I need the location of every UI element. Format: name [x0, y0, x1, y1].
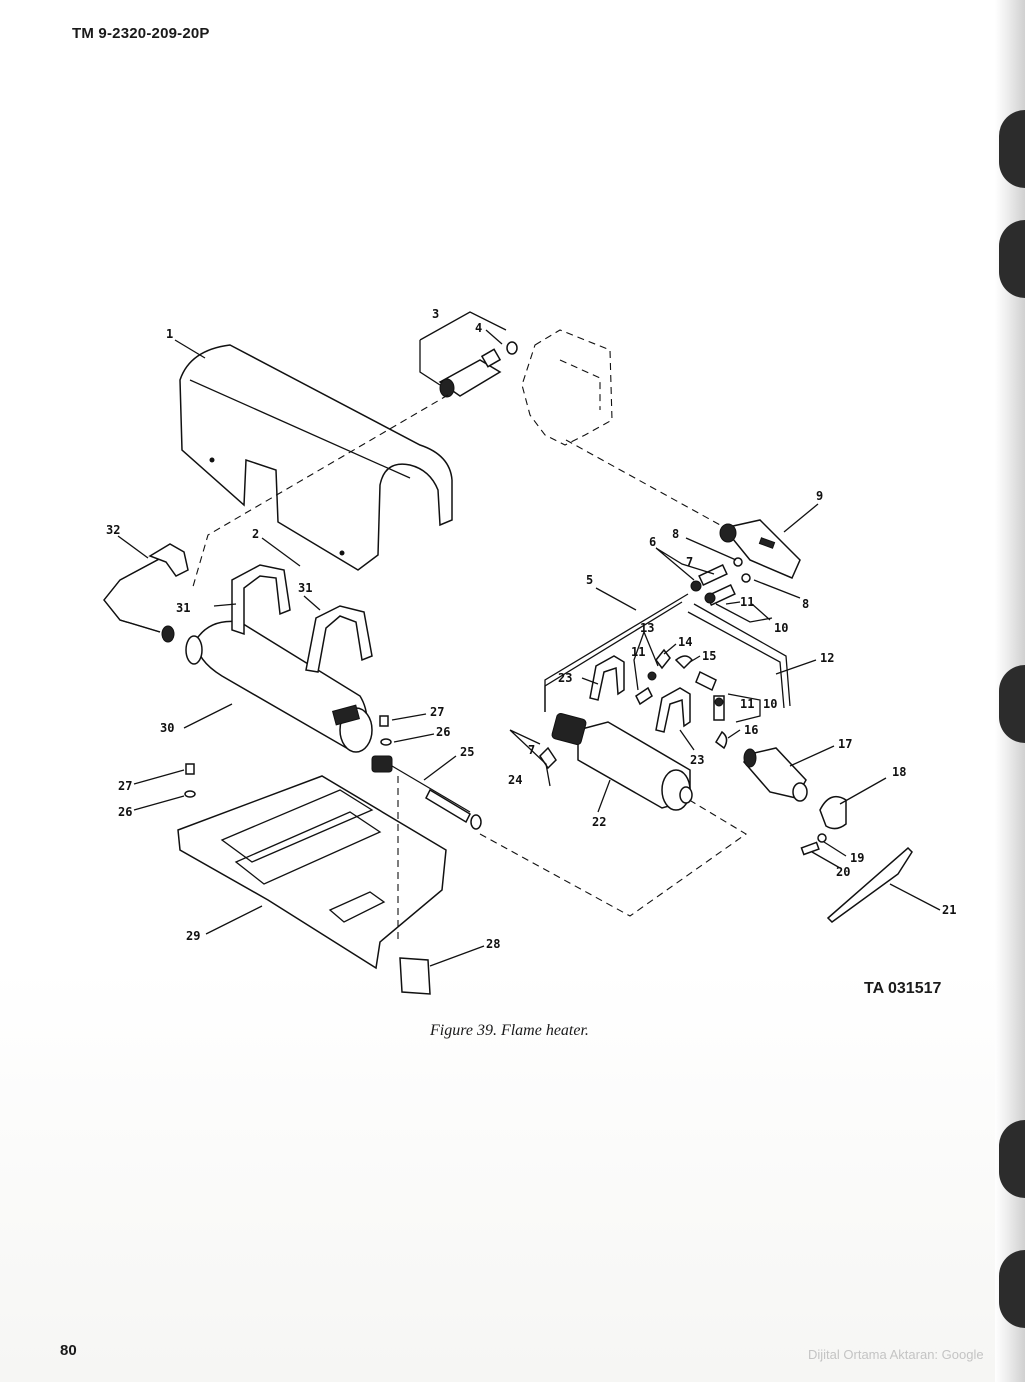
part-12-tube — [687, 611, 785, 709]
part-29-base-plate — [177, 775, 447, 970]
callout-19: 19 — [850, 851, 864, 865]
callout-23-left: 23 — [558, 671, 572, 685]
callout-5: 5 — [586, 573, 593, 587]
callout-26-lower: 26 — [118, 805, 132, 819]
exploded-parts-diagram: 1 2 3 4 5 6 7 8 8 9 10 11 12 13 11 14 15… — [103, 307, 956, 995]
binding-tab — [999, 110, 1025, 188]
callout-11-middle: 11 — [631, 645, 645, 659]
callout-27-lower: 27 — [118, 779, 132, 793]
callout-17: 17 — [838, 737, 852, 751]
callout-24: 24 — [508, 773, 522, 787]
callout-22: 22 — [592, 815, 606, 829]
part-31-straps — [231, 564, 373, 673]
part-18-clamp — [819, 795, 847, 830]
callout-8-lower: 8 — [802, 597, 809, 611]
callout-6: 6 — [649, 535, 656, 549]
callout-25: 25 — [460, 745, 474, 759]
part-17-filter — [743, 747, 808, 802]
binding-tab — [999, 665, 1025, 743]
part-9-control-unit — [719, 519, 801, 579]
callout-10-upper: 10 — [774, 621, 788, 635]
part-28-pad — [399, 957, 431, 995]
fittings-group-upper — [690, 557, 751, 607]
callout-26-upper: 26 — [436, 725, 450, 739]
callout-11-upper: 11 — [740, 595, 754, 609]
leader-lines — [117, 311, 941, 967]
part-25-fitting — [371, 755, 482, 830]
callout-30: 30 — [160, 721, 174, 735]
callout-18: 18 — [892, 765, 906, 779]
part-32-hose — [103, 543, 189, 643]
part-21-hex-wrench — [826, 846, 913, 923]
callout-2: 2 — [252, 527, 259, 541]
part-19-20-hardware — [800, 833, 827, 856]
callout-8-upper: 8 — [672, 527, 679, 541]
binding-tab — [999, 1120, 1025, 1198]
binding-tab — [999, 220, 1025, 298]
callout-15: 15 — [702, 649, 716, 663]
callout-14: 14 — [678, 635, 692, 649]
callout-23-right: 23 — [690, 753, 704, 767]
assembly-line-b — [565, 439, 723, 527]
callout-7-lower: 7 — [528, 743, 535, 757]
callout-27-upper: 27 — [430, 705, 444, 719]
callout-31-right: 31 — [298, 581, 312, 595]
ta-number: TA 031517 — [864, 980, 942, 997]
callout-12: 12 — [820, 651, 834, 665]
callout-9: 9 — [816, 489, 823, 503]
fittings-group-middle — [635, 648, 728, 750]
callout-21: 21 — [942, 903, 956, 917]
assembly-line-a — [191, 394, 449, 591]
callout-32: 32 — [106, 523, 120, 537]
callout-16: 16 — [744, 723, 758, 737]
part-26-27-hardware — [184, 715, 392, 798]
callout-13: 13 — [640, 621, 654, 635]
mounting-bracket-outline — [521, 329, 613, 446]
part-22-pump — [539, 712, 693, 811]
document-id: TM 9-2320-209-20P — [72, 25, 210, 42]
callout-10-lower: 10 — [763, 697, 777, 711]
callout-20: 20 — [836, 865, 850, 879]
part-30-heater-body — [185, 620, 373, 753]
assembly-line-c — [479, 797, 748, 917]
figure-caption: Figure 39. Flame heater. — [430, 1022, 589, 1039]
callout-31-left: 31 — [176, 601, 190, 615]
digitization-watermark: Dijital Ortama Aktaran: Google — [808, 1347, 984, 1362]
callout-labels: 1 2 3 4 5 6 7 8 8 9 10 11 12 13 11 14 15… — [106, 307, 956, 951]
callout-28: 28 — [486, 937, 500, 951]
callout-11-lower: 11 — [740, 697, 754, 711]
callout-29: 29 — [186, 929, 200, 943]
part-23-brackets — [589, 655, 691, 733]
binding-tab — [999, 1250, 1025, 1328]
part-1-shroud — [179, 344, 453, 571]
callout-7-upper: 7 — [686, 555, 693, 569]
page-number: 80 — [60, 1342, 77, 1359]
callout-1: 1 — [166, 327, 173, 341]
part-3-igniter — [438, 341, 518, 398]
callout-3: 3 — [432, 307, 439, 321]
callout-4: 4 — [475, 321, 482, 335]
